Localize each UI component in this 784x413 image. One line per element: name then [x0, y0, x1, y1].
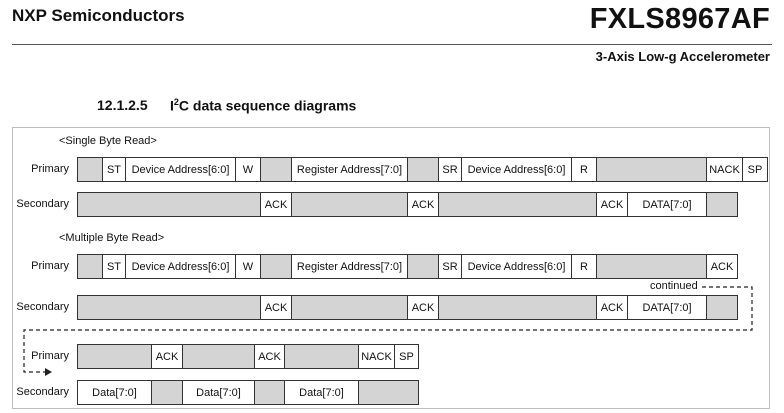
sequence-cell — [284, 344, 359, 369]
section-title-prefix: I — [170, 97, 174, 114]
continuation-dashed-line — [23, 286, 753, 373]
product-name: FXLS8967AF — [589, 3, 770, 35]
diagram-frame — [12, 127, 770, 409]
single-byte-read-title: <Single Byte Read> — [59, 135, 157, 147]
primary-label: Primary — [31, 260, 69, 272]
data-cell: DATA[7:0] — [627, 295, 707, 320]
read-bit-cell: R — [571, 254, 597, 279]
sequence-cell — [358, 380, 419, 405]
nack-cell: NACK — [706, 157, 743, 182]
data-cell: DATA[7:0] — [627, 192, 707, 217]
secondary-label: Secondary — [16, 198, 69, 210]
ack-cell: ACK — [260, 295, 292, 320]
primary-label: Primary — [31, 350, 69, 362]
data-cell: Data[7:0] — [77, 380, 152, 405]
write-bit-cell: W — [235, 254, 261, 279]
repeated-start-cell: SR — [438, 157, 462, 182]
secondary-label: Secondary — [16, 386, 69, 398]
write-bit-cell: W — [235, 157, 261, 182]
sequence-cell — [291, 295, 408, 320]
header-divider — [12, 44, 772, 45]
register-address-cell: Register Address[7:0] — [291, 254, 408, 279]
repeated-start-cell: SR — [438, 254, 462, 279]
sequence-cell — [706, 192, 738, 217]
sequence-cell — [77, 192, 261, 217]
sequence-cell — [151, 380, 183, 405]
stop-cell: SP — [394, 344, 419, 369]
sequence-cell — [291, 192, 408, 217]
ack-cell: ACK — [254, 344, 285, 369]
ack-cell: ACK — [596, 192, 628, 217]
multiple-byte-read-title: <Multiple Byte Read> — [59, 232, 165, 244]
ack-cell: ACK — [706, 254, 738, 279]
data-cell: Data[7:0] — [182, 380, 255, 405]
section-title: I2C data sequence diagrams — [170, 97, 356, 114]
sequence-cell — [260, 157, 292, 182]
device-address-cell: Device Address[6:0] — [125, 254, 236, 279]
device-address-cell: Device Address[6:0] — [125, 157, 236, 182]
section-title-rest: C data sequence diagrams — [178, 97, 357, 114]
sequence-cell — [77, 344, 152, 369]
section-title-superscript: 2 — [173, 97, 179, 107]
section-number: 12.1.2.5 — [97, 97, 148, 113]
sequence-cell — [706, 295, 738, 320]
nack-cell: NACK — [358, 344, 395, 369]
ack-cell: ACK — [596, 295, 628, 320]
device-address-cell: Device Address[6:0] — [461, 157, 572, 182]
company-name: NXP Semiconductors — [12, 6, 185, 25]
sequence-cell — [182, 344, 255, 369]
primary-label: Primary — [31, 163, 69, 175]
sequence-cell — [407, 157, 439, 182]
stop-cell: SP — [742, 157, 768, 182]
secondary-label: Secondary — [16, 301, 69, 313]
continued-label: continued — [650, 280, 698, 292]
data-cell: Data[7:0] — [284, 380, 359, 405]
ack-cell: ACK — [151, 344, 183, 369]
register-address-cell: Register Address[7:0] — [291, 157, 408, 182]
ack-cell: ACK — [407, 295, 439, 320]
arrowhead-icon — [45, 368, 52, 376]
read-bit-cell: R — [571, 157, 597, 182]
sequence-cell — [254, 380, 285, 405]
sequence-cell — [260, 254, 292, 279]
sequence-cell — [438, 192, 597, 217]
product-subtitle: 3-Axis Low-g Accelerometer — [595, 49, 770, 64]
ack-cell: ACK — [407, 192, 439, 217]
sequence-cell — [77, 295, 261, 320]
sequence-cell — [596, 254, 707, 279]
sequence-cell — [596, 157, 707, 182]
start-cell: ST — [102, 254, 126, 279]
